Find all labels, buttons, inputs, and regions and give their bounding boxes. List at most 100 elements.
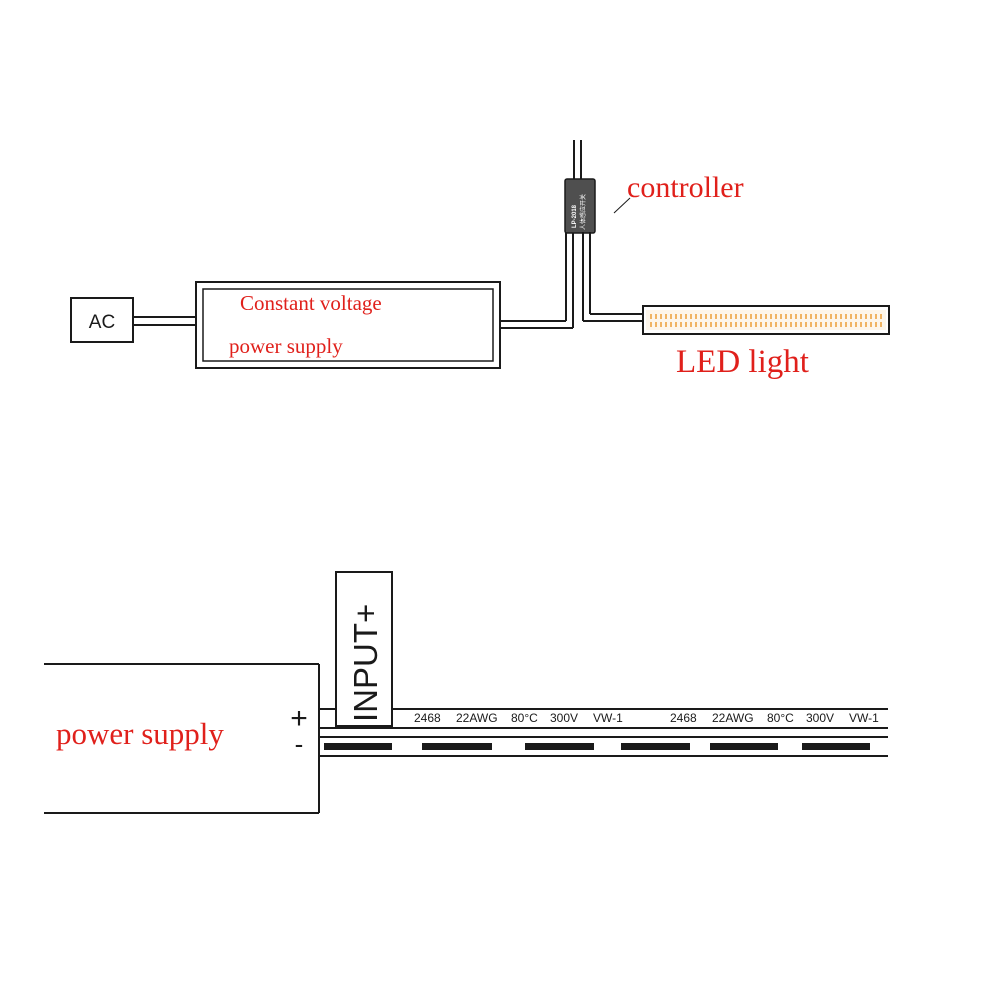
led-chip [660,322,662,327]
led-chip [745,322,747,327]
led-chip [865,322,867,327]
led-chip [870,322,872,327]
led-chip [780,314,782,319]
led-chip [650,314,652,319]
led-chip [755,314,757,319]
led-chip [875,322,877,327]
led-chip [870,314,872,319]
controller-subtext: 人体感应开关 [579,194,587,230]
led-chip [685,314,687,319]
psu-label-line1: Constant voltage [240,291,382,315]
top-diagram: AC Constant voltage power supply [70,140,890,380]
led-label: LED light [676,344,809,380]
led-chip [765,314,767,319]
led-chip [820,314,822,319]
led-chip [825,314,827,319]
led-chip [880,314,882,319]
led-chip [745,314,747,319]
led-chip [735,314,737,319]
led-chip [830,314,832,319]
led-chip [675,314,677,319]
psu-label-line2: power supply [229,334,343,358]
input-tag: INPUT+ [335,571,393,727]
led-chip [775,322,777,327]
led-chip [770,314,772,319]
led-chip [770,322,772,327]
led-chip [795,314,797,319]
led-chip [710,314,712,319]
controller-device: LP-2018 人体感应开关 [564,178,596,234]
cable-marking: VW-1 [593,711,623,725]
led-chip [850,322,852,327]
led-chip [700,314,702,319]
constant-voltage-psu: Constant voltage power supply [195,281,501,369]
led-chip [740,314,742,319]
led-chip [810,314,812,319]
led-chip [785,314,787,319]
controller-top-cable [573,140,582,180]
led-chip [655,314,657,319]
led-chip [795,322,797,327]
led-chip [710,322,712,327]
led-chip [680,314,682,319]
led-chip [680,322,682,327]
led-chip [760,314,762,319]
plus-sign: + [290,702,308,735]
wire-stripe [422,743,492,750]
led-chip [845,322,847,327]
led-chip [820,322,822,327]
led-chip [725,322,727,327]
cable-marking: VW-1 [849,711,879,725]
led-chip [705,322,707,327]
led-strip [642,305,890,335]
led-chip [840,314,842,319]
led-chip [735,322,737,327]
psu-output-cable [500,232,574,329]
led-chip [810,322,812,327]
led-chip [855,322,857,327]
led-chip [880,322,882,327]
bottom-power-supply: power supply + - [44,663,320,814]
cable-marking: 22AWG [456,711,498,725]
led-chip [780,322,782,327]
led-chip [875,314,877,319]
led-chip [830,322,832,327]
controller-pointer-line [613,197,631,214]
ac-box: AC [70,297,134,343]
controller-led-cable [582,232,643,322]
wire-stripe [710,743,778,750]
ac-label: AC [89,312,115,333]
led-chip [665,314,667,319]
led-chip [790,314,792,319]
cable-marking: 80°C [511,711,538,725]
led-chip [860,322,862,327]
led-chip [755,322,757,327]
controller-label: controller [627,171,744,204]
led-chip [695,314,697,319]
led-chip [850,314,852,319]
led-chip [800,322,802,327]
cable-marking: 300V [806,711,834,725]
cable-marking: 2468 [414,711,441,725]
led-chip [840,322,842,327]
wire-stripe [324,743,392,750]
wire-stripe [525,743,594,750]
led-chip [750,314,752,319]
minus-sign: - [295,729,304,759]
wire-stripe [621,743,690,750]
ac-psu-cable [133,316,196,326]
cable-marking: 80°C [767,711,794,725]
led-chip-rows [650,314,882,327]
led-chip [860,314,862,319]
led-chip [720,314,722,319]
led-chip [670,314,672,319]
led-chip [800,314,802,319]
negative-wire-stripes [324,743,870,750]
led-chip [760,322,762,327]
controller-model: LP-2018 [572,204,578,228]
led-chip [695,322,697,327]
led-chip [730,322,732,327]
led-chip [670,322,672,327]
